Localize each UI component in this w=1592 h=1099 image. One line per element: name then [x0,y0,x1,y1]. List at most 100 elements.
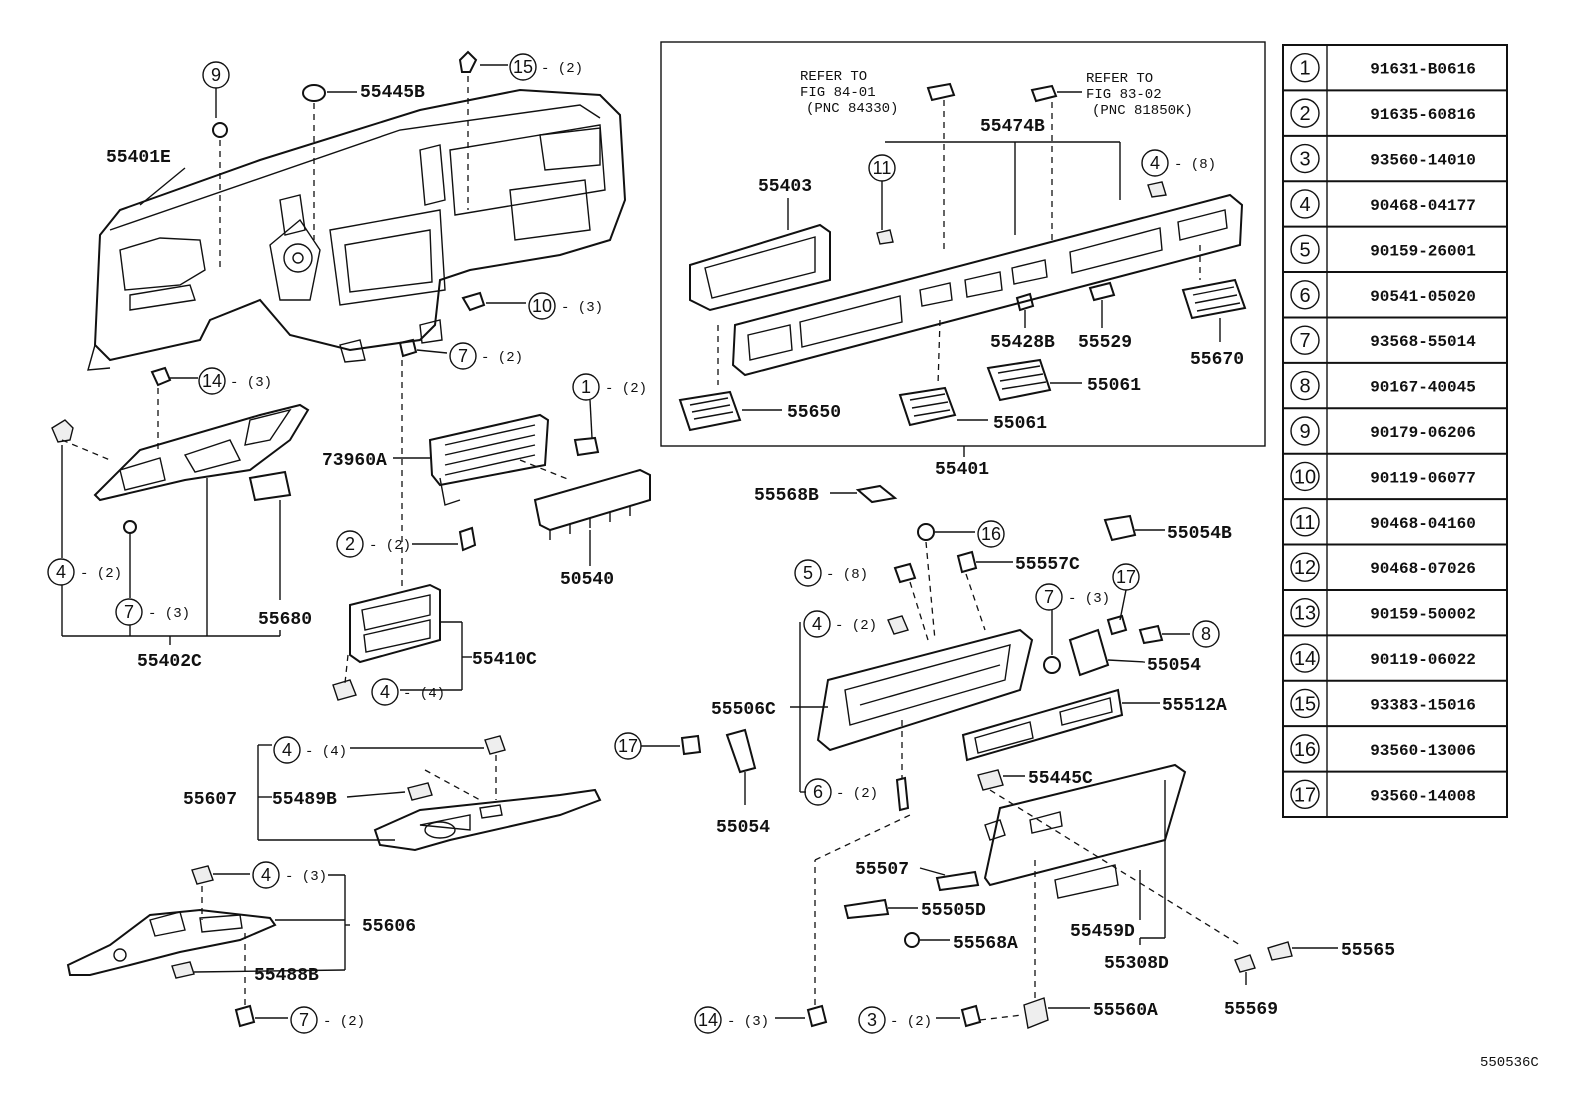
legend-part-number: 90468-04177 [1370,197,1476,215]
screw-15-icon [458,50,478,73]
bumper-55557C-icon [956,550,978,574]
frame-55410C-drawing[interactable] [332,583,441,701]
svg-text:16: 16 [981,524,1001,544]
vent-55061b-drawing[interactable] [986,358,1052,402]
svg-text:- (2): - (2) [369,538,411,554]
label-55512A: 55512A [1162,696,1227,716]
label-55054-right: 55054 [1147,656,1201,676]
panel-55512A-drawing[interactable] [961,688,1124,762]
bolt-10-icon [461,291,486,312]
legend-number: 2 [1299,103,1310,125]
damper-55054-right-drawing[interactable] [1068,628,1110,677]
bezel-55474B-drawing[interactable] [731,193,1244,377]
legend-number-circle [1290,98,1320,128]
label-55402C: 55402C [137,652,202,672]
airbag-73960A-drawing[interactable] [428,413,550,506]
screw-8-icon [1138,624,1164,645]
svg-text:11: 11 [873,158,892,178]
undercover-55607-drawing[interactable] [373,788,602,852]
svg-text:- (2): - (2) [835,618,877,634]
callout-4d: 4 [803,610,831,638]
svg-text:10: 10 [532,296,552,316]
vent-55061a-drawing[interactable] [898,386,957,427]
screw-14b-icon [806,1004,828,1028]
clip-55569-icon [1234,954,1256,973]
callout-14a: 14 [198,367,226,395]
screw-16-icon [917,523,935,541]
legend-part-number: 90468-04160 [1370,515,1476,533]
legend-number-circle [1290,143,1320,174]
label-55061-upper: 55061 [1087,376,1141,396]
bolt-2-icon [458,526,477,552]
legend-number-circle [1290,234,1320,265]
hood-55403-drawing[interactable] [689,223,831,312]
svg-text:7: 7 [299,1010,309,1030]
svg-text:- (4): - (4) [305,744,347,760]
callout-4e: 4 [273,736,301,764]
callout-7b: 7 [115,598,143,626]
legend-number: 14 [1294,648,1316,670]
svg-text:- (2): - (2) [323,1014,365,1030]
label-55568A: 55568A [953,934,1018,954]
legend-number-circle [1290,507,1320,537]
refer-right-line3: (PNC 81850K) [1092,103,1193,119]
clip-4f-icon [191,865,214,885]
instrument-panel-drawing[interactable] [87,88,627,371]
svg-text:17: 17 [618,736,638,756]
label-55489B: 55489B [272,790,337,810]
legend-number-circle [1290,53,1320,83]
switch-81850K-icon [1030,84,1058,103]
clip-55568B-icon [855,484,898,504]
svg-text:- (3): - (3) [148,606,190,622]
svg-text:7: 7 [458,346,468,366]
legend-number-circle [1290,734,1320,764]
clip-55488B-icon [171,961,195,979]
label-55401E: 55401E [106,148,171,168]
label-55529: 55529 [1078,333,1132,353]
svg-text:4: 4 [1150,153,1160,173]
glove-box-frame-55506C-drawing[interactable] [816,628,1034,752]
label-55680: 55680 [258,610,312,630]
legend-part-number: 90119-06077 [1370,469,1476,487]
label-55459D: 55459D [1070,922,1135,942]
label-55474B: 55474B [980,117,1045,137]
legend-part-number: 93560-14008 [1370,787,1476,805]
legend-part-number: 90179-06206 [1370,424,1476,442]
label-55445B: 55445B [360,83,425,103]
vent-55650-drawing[interactable] [678,390,742,432]
callout-4f: 4 [252,861,280,889]
svg-text:- (3): - (3) [1068,591,1110,607]
svg-text:14: 14 [698,1010,718,1030]
svg-text:7: 7 [124,602,134,622]
undercover-55606-drawing[interactable] [66,908,277,976]
callout-15: 15 [509,53,537,81]
clip-55445C-icon [977,769,1004,791]
cover-50540-drawing[interactable] [533,468,651,540]
label-55607: 55607 [183,790,237,810]
label-55650: 55650 [787,403,841,423]
vent-55670-drawing[interactable] [1181,278,1247,320]
legend-number: 1 [1299,58,1310,80]
screw-17b-icon [680,734,702,756]
svg-text:14: 14 [202,371,222,391]
label-55606: 55606 [362,917,416,937]
callout-17a: 17 [1112,563,1140,591]
screw-7b-icon [123,520,137,534]
callout-4c: 4 [1141,149,1169,177]
svg-text:4: 4 [380,682,390,702]
screw-7d-icon [234,1004,256,1028]
legend-part-number: 90159-50002 [1370,606,1476,624]
svg-text:- (2): - (2) [80,566,122,582]
label-55054-left: 55054 [716,818,770,838]
legend-part-number: 93383-15016 [1370,696,1476,714]
label-55428B: 55428B [990,333,1055,353]
legend-number: 7 [1299,330,1310,352]
callout-10: 10 [528,292,556,320]
svg-text:- (4): - (4) [403,686,445,702]
lower-panel-55402C-drawing[interactable] [51,403,310,502]
legend-part-number: 90167-40045 [1370,379,1476,397]
damper-55054-left-drawing[interactable] [725,728,757,774]
refer-right-line1: REFER TO [1086,71,1153,87]
clip-55445B-icon [302,84,326,102]
